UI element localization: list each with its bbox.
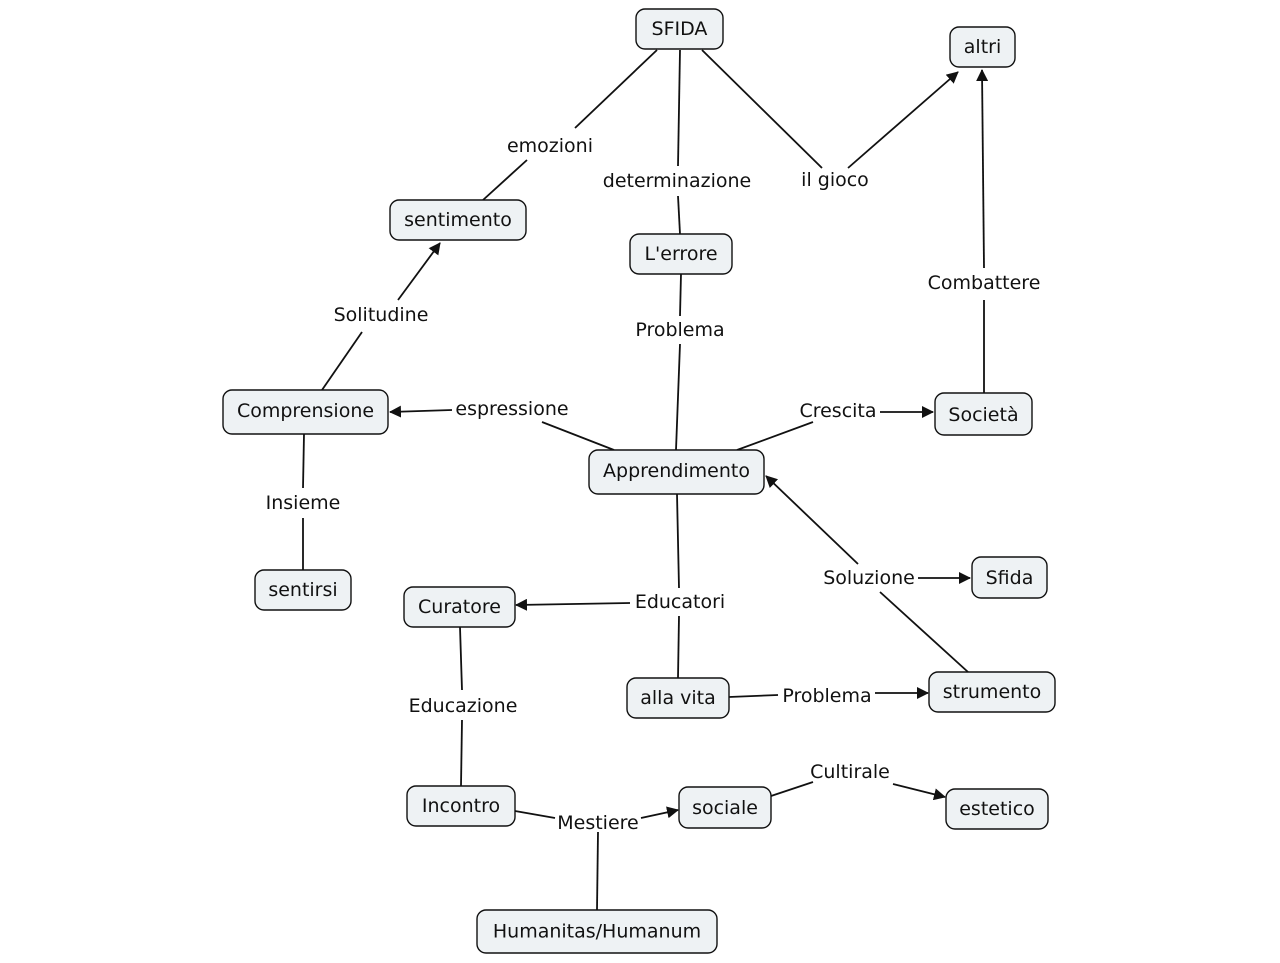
link-label-problema: Problema	[635, 319, 724, 341]
node-label: Incontro	[422, 795, 500, 817]
connector-curatore-educazione	[459, 626, 463, 691]
connector-sociale-cultirale	[770, 781, 814, 797]
connector-apprendimento-crescita	[736, 421, 814, 451]
node-label: Comprensione	[237, 400, 374, 422]
node-strumento: strumento	[928, 671, 1056, 713]
link-label-il-gioco: il gioco	[801, 169, 869, 191]
connector-cultirale-estetico	[892, 783, 946, 801]
node-humanitas: Humanitas/Humanum	[476, 909, 718, 954]
node-sentirsi: sentirsi	[254, 569, 352, 611]
link-label-emozioni: emozioni	[507, 135, 593, 157]
node-sfida-main: SFIDA	[635, 8, 724, 50]
link-labels: emozioni determinazione il gioco Combatt…	[266, 135, 1041, 834]
node-altri: altri	[949, 26, 1016, 68]
connector-gioco-altri	[847, 71, 959, 169]
connector-allavita-problema	[728, 694, 779, 698]
node-label: alla vita	[640, 687, 716, 709]
link-label-crescita: Crescita	[799, 400, 876, 422]
link-label-problema: Problema	[782, 685, 871, 707]
connector-sfida-determinazione	[677, 49, 681, 167]
node-curatore: Curatore	[403, 586, 516, 628]
node-label: Apprendimento	[603, 460, 750, 482]
connector-sfida-emozioni	[574, 49, 658, 129]
link-label-educazione: Educazione	[409, 695, 518, 717]
node-sfida: Sfida	[971, 556, 1048, 599]
connector-emozioni-sentimento	[482, 159, 528, 201]
connector-apprendimento-espressione	[541, 421, 615, 451]
concept-nodes: SFIDA altri sentimento L'errore Comprens…	[222, 8, 1056, 954]
connector-sfida-gioco	[701, 49, 823, 169]
connector-solitudine-sentimento	[397, 242, 441, 301]
connector-mestiere-humanitas	[596, 831, 599, 911]
connector-educatori-curatore	[515, 598, 631, 611]
link-label-mestiere: Mestiere	[557, 812, 638, 834]
connector-espressione-comprensione	[389, 405, 453, 418]
node-alla-vita: alla vita	[626, 677, 730, 719]
node-errore: L'errore	[629, 233, 733, 275]
node-label: strumento	[943, 681, 1042, 703]
node-label: sentirsi	[268, 579, 337, 601]
node-label: L'errore	[644, 243, 717, 265]
connector-comprensione-insieme	[302, 433, 305, 489]
node-sociale: sociale	[678, 786, 772, 829]
node-label: sentimento	[404, 209, 512, 231]
connector-soluzione-apprendimento	[765, 475, 859, 565]
link-label-solitudine: Solitudine	[334, 304, 429, 326]
connectors	[302, 49, 989, 911]
link-label-espressione: espressione	[455, 398, 568, 420]
connector-mestiere-sociale	[640, 806, 679, 819]
node-label: sociale	[692, 797, 758, 819]
node-label: SFIDA	[652, 18, 708, 40]
node-sentimento: sentimento	[389, 199, 527, 241]
node-societa: Società	[934, 392, 1033, 436]
node-label: Curatore	[418, 596, 501, 618]
connector-determinazione-errore	[677, 195, 681, 235]
node-incontro: Incontro	[406, 785, 516, 827]
connector-errore-problema	[679, 273, 682, 317]
node-label: Sfida	[986, 567, 1034, 589]
node-label: altri	[964, 36, 1001, 58]
connector-apprendimento-educatori	[676, 493, 680, 589]
node-comprensione: Comprensione	[222, 389, 389, 435]
connector-strumento-soluzione	[879, 591, 969, 673]
node-label: Humanitas/Humanum	[493, 921, 701, 943]
link-label-combattere: Combattere	[928, 272, 1041, 294]
link-label-insieme: Insieme	[266, 492, 341, 514]
node-estetico: estetico	[945, 788, 1049, 830]
connector-educatori-allavita	[677, 615, 680, 679]
connector-comprensione-solitudine	[321, 331, 363, 391]
node-label: Società	[948, 404, 1018, 426]
connector-educazione-incontro	[460, 719, 463, 787]
link-label-cultirale: Cultirale	[810, 761, 890, 783]
node-label: estetico	[959, 798, 1035, 820]
connector-problema-apprendimento	[675, 343, 681, 451]
connector-incontro-mestiere	[514, 810, 556, 819]
link-label-educatori: Educatori	[635, 591, 725, 613]
link-label-soluzione: Soluzione	[823, 567, 915, 589]
link-label-determinazione: determinazione	[603, 170, 751, 192]
connector-combattere-altri	[976, 69, 989, 269]
node-apprendimento: Apprendimento	[588, 449, 765, 495]
